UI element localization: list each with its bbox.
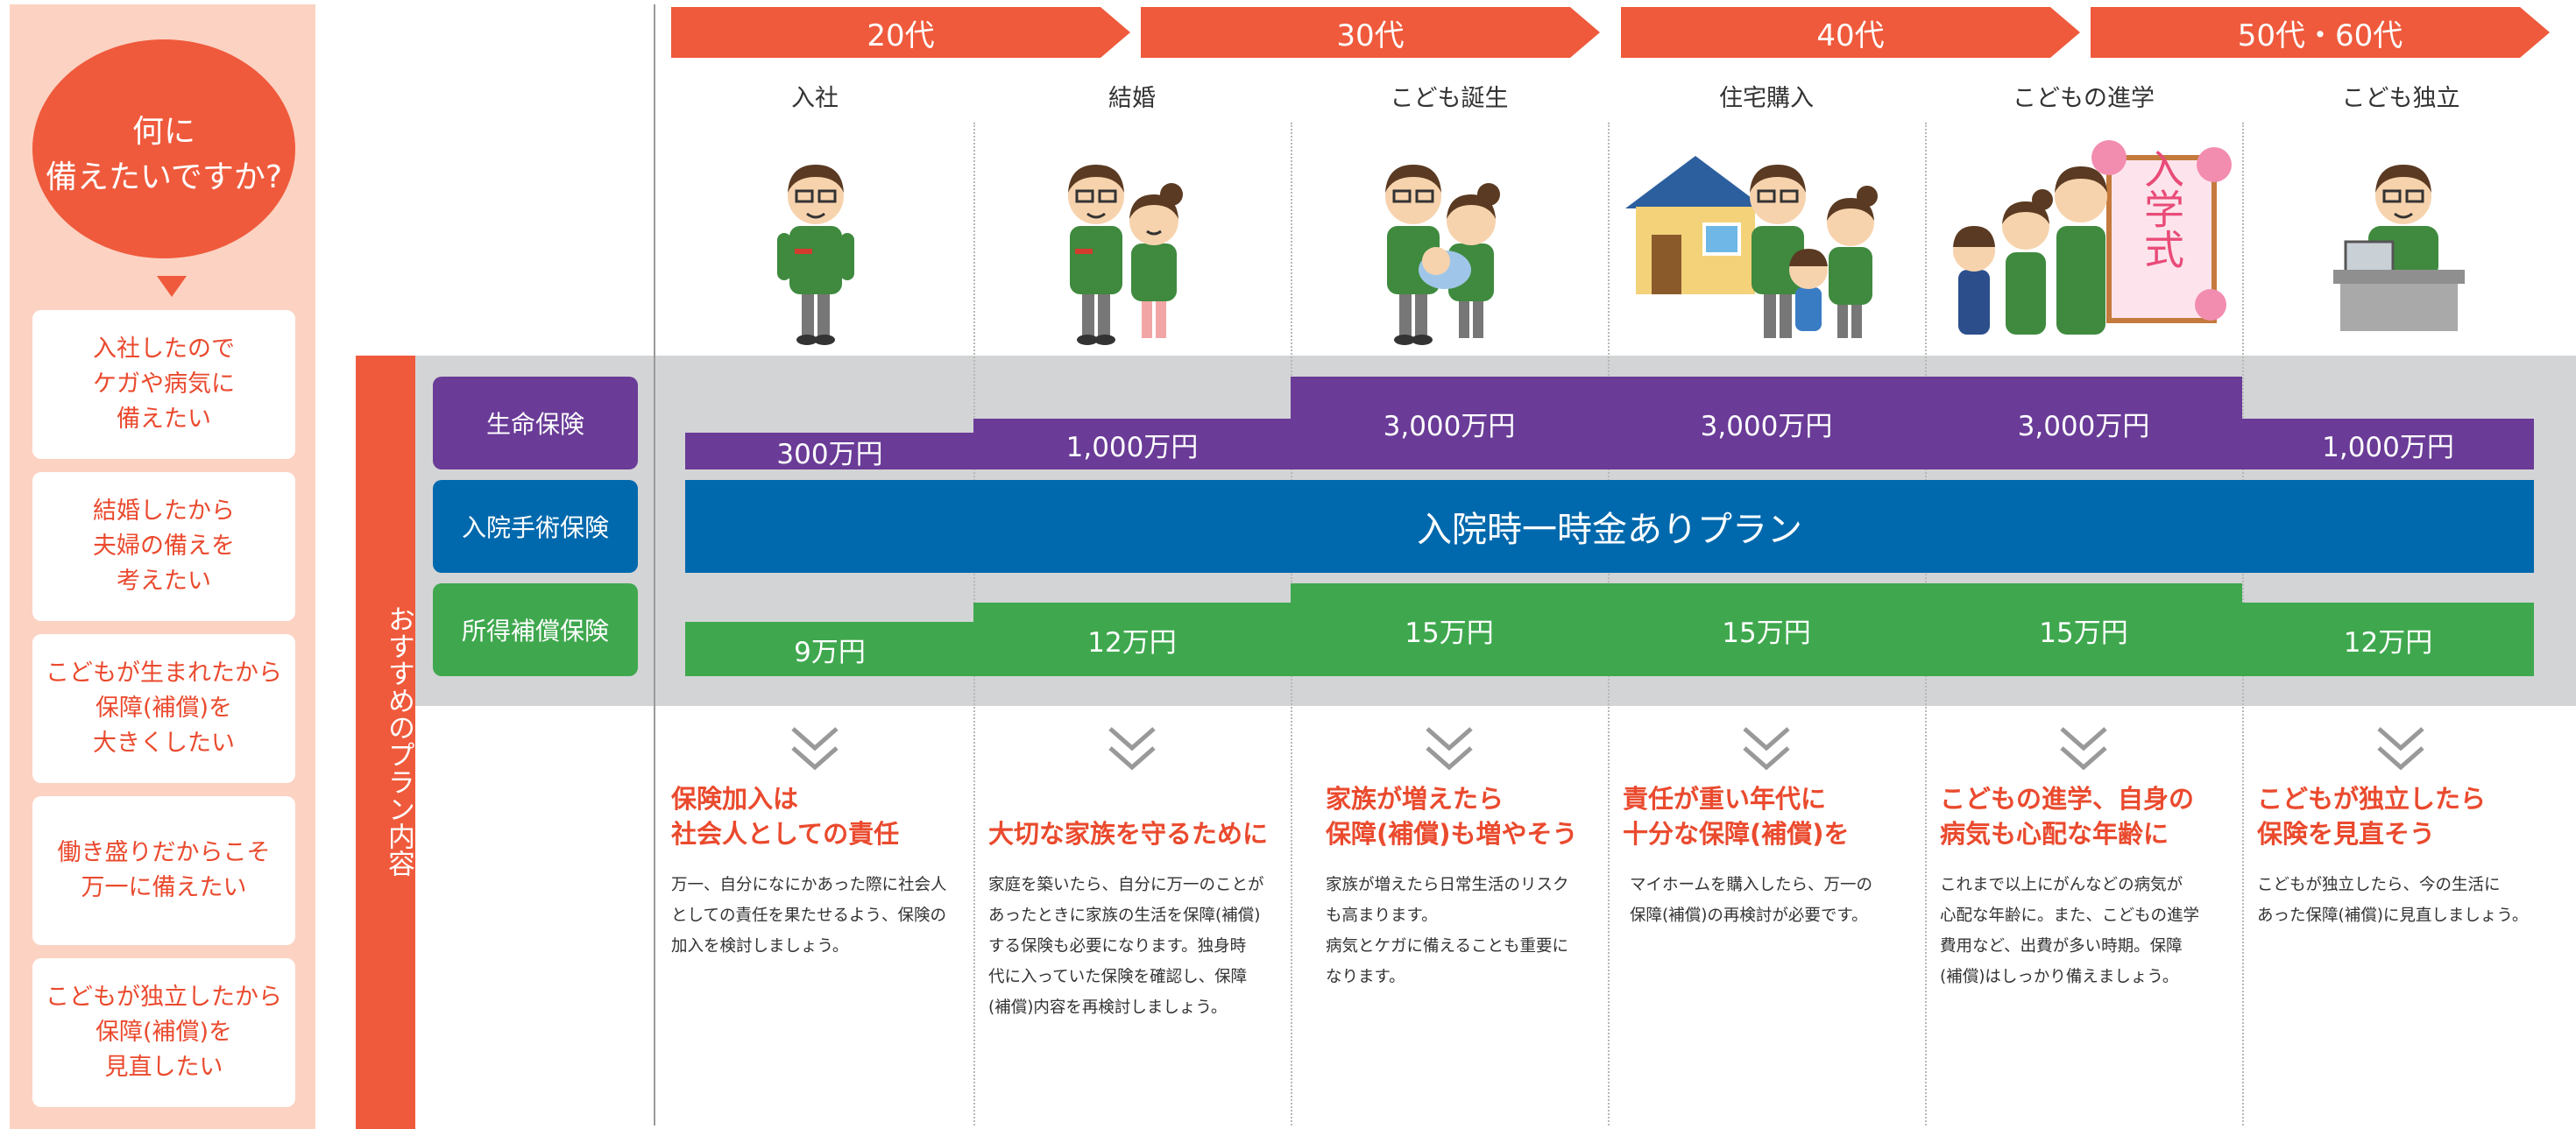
advice-title-home-purchase: 責任が重い年代に 十分な保障(補償)を [1623, 784, 1850, 849]
advice-body-joining: 万一、自分になにかあった際に社会人としての責任を果たせるよう、保険の加入を検討し… [671, 876, 947, 956]
income-bar-joining: 9万円 [685, 622, 974, 676]
age-arrow-30s: 30代 [1141, 7, 1600, 58]
event-label-joining: 入社 [791, 85, 839, 112]
sidebar: 何に 備えたいですか? 入社したので ケガや病気に 備えたい 結婚したから 夫婦… [10, 4, 315, 1129]
man-at-desk-illustration [2333, 165, 2465, 331]
speech-bubble-tail [157, 276, 187, 297]
hospital-plan-bar: 入院時一時金ありプラン [685, 480, 2534, 573]
question-card-child-born[interactable]: こどもが生まれたから 保障(補償)を 大きくしたい [32, 634, 295, 783]
age-arrow-50s-60s: 50代・60代 [2091, 7, 2550, 58]
speech-bubble-shape [32, 39, 295, 258]
event-label-child-school: こどもの進学 [2013, 85, 2155, 112]
advice-body-marriage: 家庭を築いたら、自分に万一のことがあったときに家族の生活を保障(補償)する保険も… [988, 876, 1264, 1017]
double-chevron-down-icon [1426, 727, 1473, 771]
life-bar-child-school: 3,000万円 [1925, 377, 2242, 469]
life-bar-home-purchase: 3,000万円 [1608, 377, 1925, 469]
event-label-home-purchase: 住宅購入 [1719, 85, 1814, 112]
question-bubble: 何に 備えたいですか? [32, 39, 295, 297]
event-label-marriage: 結婚 [1108, 85, 1156, 112]
event-label-child-independence: こども独立 [2341, 85, 2460, 112]
category-income-protection-insurance[interactable]: 所得補償保険 [433, 583, 638, 676]
advice-body-child-independence: こどもが独立したら、今の生活にあった保障(補償)に見直しましょう。 [2257, 876, 2529, 925]
advice-title-joining: 保険加入は 社会人としての責任 [671, 784, 900, 849]
double-chevron-down-icon [1108, 727, 1156, 771]
advice-body-home-purchase: マイホームを購入したら、万一の保障(補償)の再検討が必要です。 [1630, 876, 1872, 925]
advice-body-child-birth: 家族が増えたら日常生活のリスクも高まります。病気とケガに備えることも重要になりま… [1326, 876, 1569, 986]
new-employee-illustration [777, 165, 854, 345]
age-arrow-40s: 40代 [1621, 7, 2080, 58]
couple-with-baby-illustration [1385, 165, 1500, 345]
category-hospital-surgery-insurance[interactable]: 入院手術保険 [433, 480, 638, 573]
question-card-joined[interactable]: 入社したので ケガや病気に 備えたい [32, 310, 295, 459]
income-bar-marriage: 12万円 [973, 603, 1291, 676]
income-bar-home-purchase: 15万円 [1608, 583, 1925, 676]
double-chevron-down-icon [2377, 727, 2424, 771]
event-label-child-birth: こども誕生 [1390, 85, 1509, 112]
life-bar-child-birth: 3,000万円 [1291, 377, 1608, 469]
married-couple-illustration [1068, 165, 1183, 345]
double-chevron-down-icon [791, 727, 839, 771]
ceremony-sign-text: 入学式 [2138, 148, 2185, 269]
question-text: 何に 備えたいですか? [45, 114, 283, 195]
question-card-prime-years[interactable]: 働き盛りだからこそ 万一に備えたい [32, 796, 295, 945]
advice-title-child-birth: 家族が増えたら 保障(補償)も増やそう [1326, 784, 1578, 849]
life-bar-child-independence: 1,000万円 [2242, 419, 2534, 469]
recommended-plan-strip: おすすめのプラン内容 [356, 356, 415, 1129]
advice-title-child-school: こどもの進学、自身の 病気も心配な年齢に [1940, 784, 2195, 849]
advice-title-marriage: 大切な家族を守るために [988, 819, 1269, 849]
income-bar-child-independence: 12万円 [2242, 603, 2534, 676]
question-card-married[interactable]: 結婚したから 夫婦の備えを 考えたい [32, 472, 295, 621]
double-chevron-down-icon [2060, 727, 2107, 771]
income-bar-child-birth: 15万円 [1291, 583, 1608, 676]
double-chevron-down-icon [1743, 727, 1790, 771]
recommended-plan-label: おすすめのプラン内容 [383, 605, 414, 877]
category-life-insurance[interactable]: 生命保険 [433, 377, 638, 469]
age-arrow-20s: 20代 [671, 7, 1130, 58]
question-card-child-independent[interactable]: こどもが独立したから 保障(補償)を 見直したい [32, 958, 295, 1107]
life-bar-20s-joining: 300万円 [685, 433, 974, 470]
advice-body-child-school: これまで以上にがんなどの病気が心配な年齢に。また、こどもの進学費用など、出費が多… [1940, 876, 2200, 986]
timeline-axis [654, 4, 655, 1125]
advice-title-child-independence: こどもが独立したら 保険を見直そう [2257, 784, 2487, 849]
income-bar-child-school: 15万円 [1925, 583, 2242, 676]
life-bar-marriage: 1,000万円 [973, 419, 1291, 469]
school-entrance-family-illustration: 入学式 [1953, 140, 2232, 335]
family-with-house-illustration [1625, 156, 1878, 338]
